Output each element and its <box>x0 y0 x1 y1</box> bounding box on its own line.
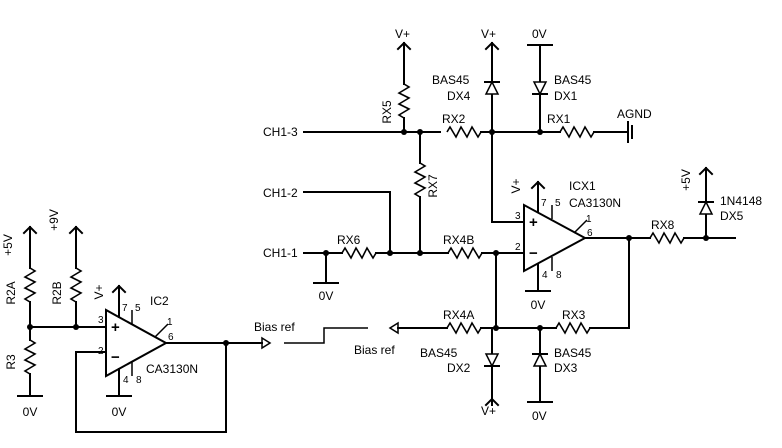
ic2-minus: − <box>111 349 120 366</box>
r2a-resistor: +5V R2A <box>1 226 37 328</box>
dx3-label: DX3 <box>554 361 578 375</box>
rx5-rx7-network: V+ RX5 RX7 <box>380 27 440 254</box>
rx5-label: RX5 <box>380 100 394 124</box>
ic2-pin1: 1 <box>167 317 173 328</box>
rx7-label: RX7 <box>426 174 440 198</box>
icx1-pin5: 5 <box>555 198 561 209</box>
r2b-resistor: +9V R2B <box>47 209 83 328</box>
bias-ref-label-right: Bias ref <box>354 343 395 357</box>
r3-label: R3 <box>4 354 18 370</box>
ch1-2-label: CH1-2 <box>263 186 298 200</box>
dx3-zero-v: 0V <box>532 409 547 423</box>
rx1-label: RX1 <box>547 112 571 126</box>
dx4-label: DX4 <box>447 89 471 103</box>
bottom-network: Bias ref RX4A RX3 V+ BAS45 DX2 0V BAS45 … <box>354 308 630 423</box>
ch1-3-label: CH1-3 <box>263 125 298 139</box>
agnd-label: AGND <box>617 107 652 121</box>
ic2-pin8: 8 <box>136 375 142 386</box>
icx1-vplus: V+ <box>509 178 523 193</box>
dx1-label: DX1 <box>554 89 578 103</box>
zero-v-label-r3: 0V <box>23 405 38 419</box>
dx5-part: 1N4148 <box>720 194 762 208</box>
ic2-pin3: 3 <box>98 315 104 326</box>
dx2-vplus: V+ <box>481 404 496 418</box>
bias-ref-out-flag <box>261 336 272 350</box>
dx3-part: BAS45 <box>554 346 592 360</box>
icx1-opamp: RX4B + − V+ 0V ICX1 CA3130N 3 2 7 4 5 8 … <box>443 131 736 329</box>
bias-ref-label-left: Bias ref <box>254 320 295 334</box>
rx4b-label: RX4B <box>443 233 474 247</box>
dx4-vplus: V+ <box>481 27 496 41</box>
ic2-part: CA3130N <box>146 362 198 376</box>
rx4a-label: RX4A <box>443 308 474 322</box>
dx5-clamp: +5V 1N4148 DX5 <box>679 167 762 239</box>
top-network: RX2 RX1 AGND V+ BAS45 DX4 0V BAS45 DX1 <box>432 27 652 143</box>
dx1-zero-v: 0V <box>532 27 547 41</box>
plus5v-label-right: +5V <box>679 169 693 191</box>
dx4-part: BAS45 <box>432 73 470 87</box>
icx1-plus: + <box>529 214 538 231</box>
rx3-label: RX3 <box>562 308 586 322</box>
icx1-pin3: 3 <box>515 211 521 222</box>
bias-section: +5V R2A +9V R2B R3 0V + − <box>1 209 368 433</box>
ic2-label: IC2 <box>150 294 169 308</box>
zero-v-label-ch1: 0V <box>319 289 334 303</box>
rx5-vplus: V+ <box>395 27 410 41</box>
r2b-label: R2B <box>50 281 64 304</box>
bias-ref-in-flag <box>388 321 399 335</box>
r3-resistor: R3 0V <box>4 326 43 419</box>
zero-v-label-icx1: 0V <box>531 298 546 312</box>
ic2-pin5: 5 <box>135 303 141 314</box>
dx2-label: DX2 <box>447 361 471 375</box>
icx1-pin1: 1 <box>586 214 592 225</box>
rx2-label: RX2 <box>442 112 466 126</box>
rx6-label: RX6 <box>337 233 361 247</box>
ic2-pin6: 6 <box>168 332 174 343</box>
ch1-1-label: CH1-1 <box>263 246 298 260</box>
r2a-label: R2A <box>4 281 18 304</box>
plus9v-label: +9V <box>47 209 61 231</box>
dx2-part: BAS45 <box>420 346 458 360</box>
icx1-minus: − <box>529 245 538 262</box>
icx1-part: CA3130N <box>569 196 621 210</box>
ic2-pin7: 7 <box>122 303 128 314</box>
icx1-pin6: 6 <box>587 228 593 239</box>
ic2-plus: + <box>111 319 120 336</box>
plus5v-label-left: +5V <box>1 234 15 256</box>
ic2-pin4: 4 <box>123 375 129 386</box>
icx1-pin7: 7 <box>541 198 547 209</box>
icx1-pin4: 4 <box>542 270 548 281</box>
dx1-part: BAS45 <box>554 73 592 87</box>
zero-v-label-ic2: 0V <box>112 405 127 419</box>
icx1-label: ICX1 <box>569 179 596 193</box>
ic2-vplus: V+ <box>92 284 106 299</box>
rx8-label: RX8 <box>651 218 675 232</box>
icx1-pin2: 2 <box>515 242 521 253</box>
dx5-label: DX5 <box>720 209 744 223</box>
icx1-pin8: 8 <box>556 270 562 281</box>
ic2-opamp: + − V+ 0V IC2 CA3130N 3 2 7 4 5 8 1 6 <box>92 284 198 419</box>
